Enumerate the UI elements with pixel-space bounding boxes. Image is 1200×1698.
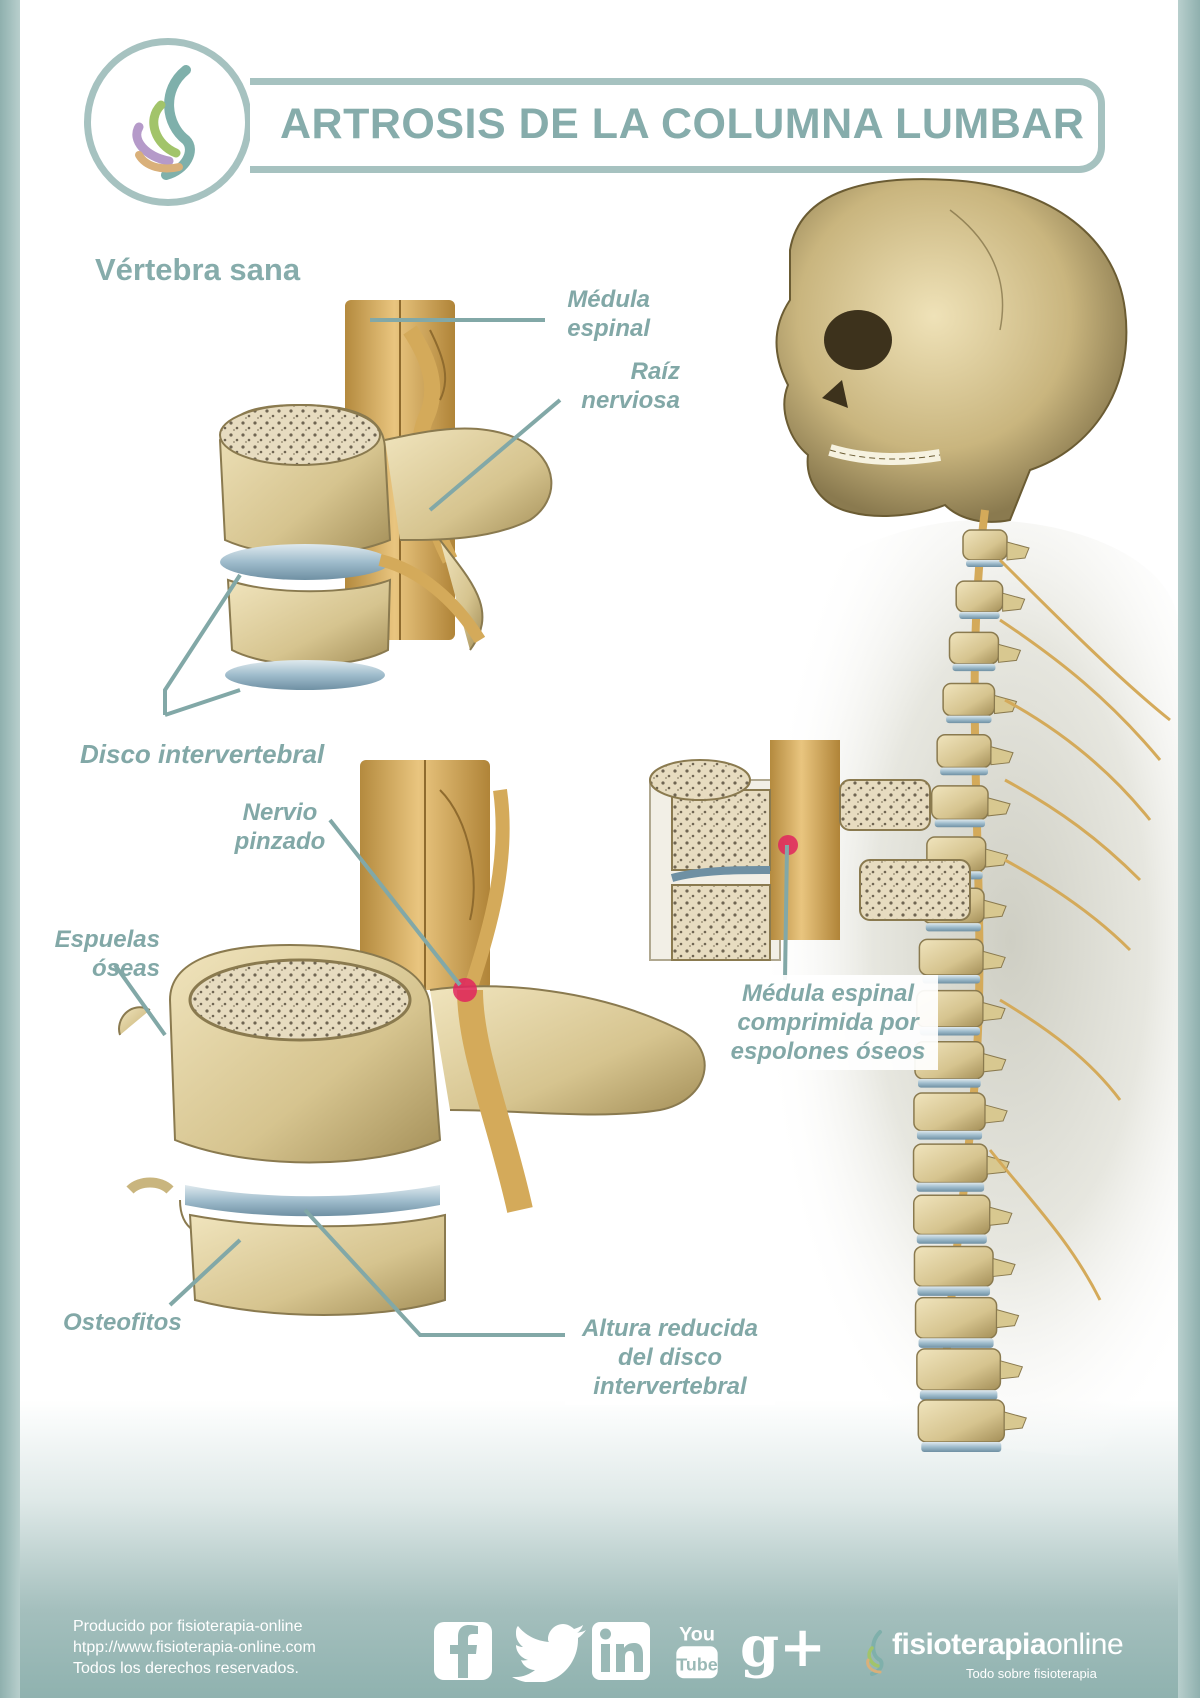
credits-line: Todos los derechos reservados.	[73, 1660, 299, 1677]
spine-process	[994, 694, 1018, 715]
brand-logo: fisioterapiaonline Todo sobre fisioterap…	[862, 1628, 1152, 1684]
spine-disc	[916, 1234, 987, 1244]
spine-vertebra	[955, 580, 1004, 613]
spine-disc	[966, 560, 1004, 567]
torso-silhouette	[759, 520, 1178, 1457]
linkedin-icon[interactable]	[590, 1620, 652, 1682]
spine-vertebra	[936, 733, 992, 769]
spine-vertebra	[916, 1348, 1002, 1391]
google-plus-icon[interactable]: g+	[740, 1614, 827, 1680]
spine-process	[999, 1360, 1024, 1380]
section-healthy-title: Vértebra sana	[95, 252, 301, 287]
spine-disc	[959, 611, 1000, 620]
spine-disc	[946, 715, 992, 724]
spine-process	[989, 1206, 1013, 1226]
spine-disc	[940, 767, 989, 776]
spine-process	[983, 1053, 1007, 1073]
spine-vertebra	[962, 529, 1008, 561]
brand-name: fisioterapiaonline	[892, 1628, 1124, 1661]
spine-disc	[918, 1078, 981, 1088]
spine-vertebra	[918, 938, 984, 976]
spine-vertebra	[942, 682, 996, 717]
footer-credits: Producido por fisioterapia-online htpp:/…	[73, 1616, 316, 1679]
brand-tagline: Todo sobre fisioterapia	[966, 1666, 1097, 1681]
page-title: ARTROSIS DE LA COLUMNA LUMBAR	[280, 100, 1085, 148]
spine-vertebra	[914, 1296, 998, 1339]
spine-process	[982, 1001, 1006, 1022]
spine-vertebra	[948, 631, 1000, 665]
frame-left	[0, 0, 20, 1698]
label-osteofitos: Osteofitos	[63, 1309, 182, 1336]
spine-process	[990, 746, 1014, 766]
healthy-vertebra	[218, 300, 553, 690]
spine-disc	[952, 663, 996, 672]
svg-text:Tube: Tube	[676, 1655, 717, 1675]
spine-disc	[917, 1286, 991, 1296]
spine-vertebra	[912, 1194, 991, 1236]
spine-process	[1002, 592, 1026, 612]
facebook-icon[interactable]	[432, 1620, 494, 1682]
leader-lines	[113, 318, 789, 1337]
spine-disc	[919, 1390, 998, 1400]
spine-process	[1006, 541, 1030, 561]
twitter-icon[interactable]	[510, 1620, 590, 1682]
svg-text:You: You	[679, 1624, 715, 1646]
spine-vertebra	[913, 1245, 994, 1288]
spine-process	[992, 1257, 1016, 1278]
label-disco-intervertebral: Disco intervertebral	[80, 739, 325, 769]
title-banner	[250, 78, 1105, 173]
youtube-icon[interactable]: You Tube	[672, 1620, 722, 1682]
spine-process	[982, 950, 1006, 970]
spine-process	[986, 1155, 1010, 1175]
spine-disc	[916, 1130, 983, 1140]
skull	[775, 178, 1128, 523]
credits-url[interactable]: htpp://www.fisioterapia-online.com	[73, 1639, 316, 1656]
cross-section-inset	[649, 740, 971, 961]
brand-flame-icon	[866, 1630, 884, 1676]
spine-disc	[934, 819, 986, 828]
main-spine	[912, 509, 1171, 1452]
vertebra-stack	[912, 529, 1030, 1452]
spine-disc	[916, 1182, 985, 1192]
spine-process	[983, 899, 1007, 919]
spine-vertebra	[913, 1092, 986, 1132]
spine-process	[997, 643, 1022, 663]
frame-right	[1178, 0, 1200, 1698]
spine-disc	[918, 1338, 994, 1348]
spine-process	[1003, 1411, 1027, 1431]
spine-vertebra	[917, 1399, 1006, 1443]
arthritic-vertebra	[118, 760, 706, 1316]
flame-logo-icon	[132, 65, 195, 180]
spine-process	[984, 1104, 1008, 1124]
spine-vertebra	[930, 785, 989, 821]
spine-disc	[921, 1442, 1002, 1452]
spine-disc	[925, 923, 982, 932]
spine-process	[987, 797, 1011, 817]
credits-line: Producido por fisioterapia-online	[73, 1618, 303, 1635]
spine-process	[996, 1308, 1020, 1329]
spine-vertebra	[912, 1143, 988, 1184]
spine-process	[985, 848, 1009, 868]
logo-emblem	[84, 38, 252, 206]
